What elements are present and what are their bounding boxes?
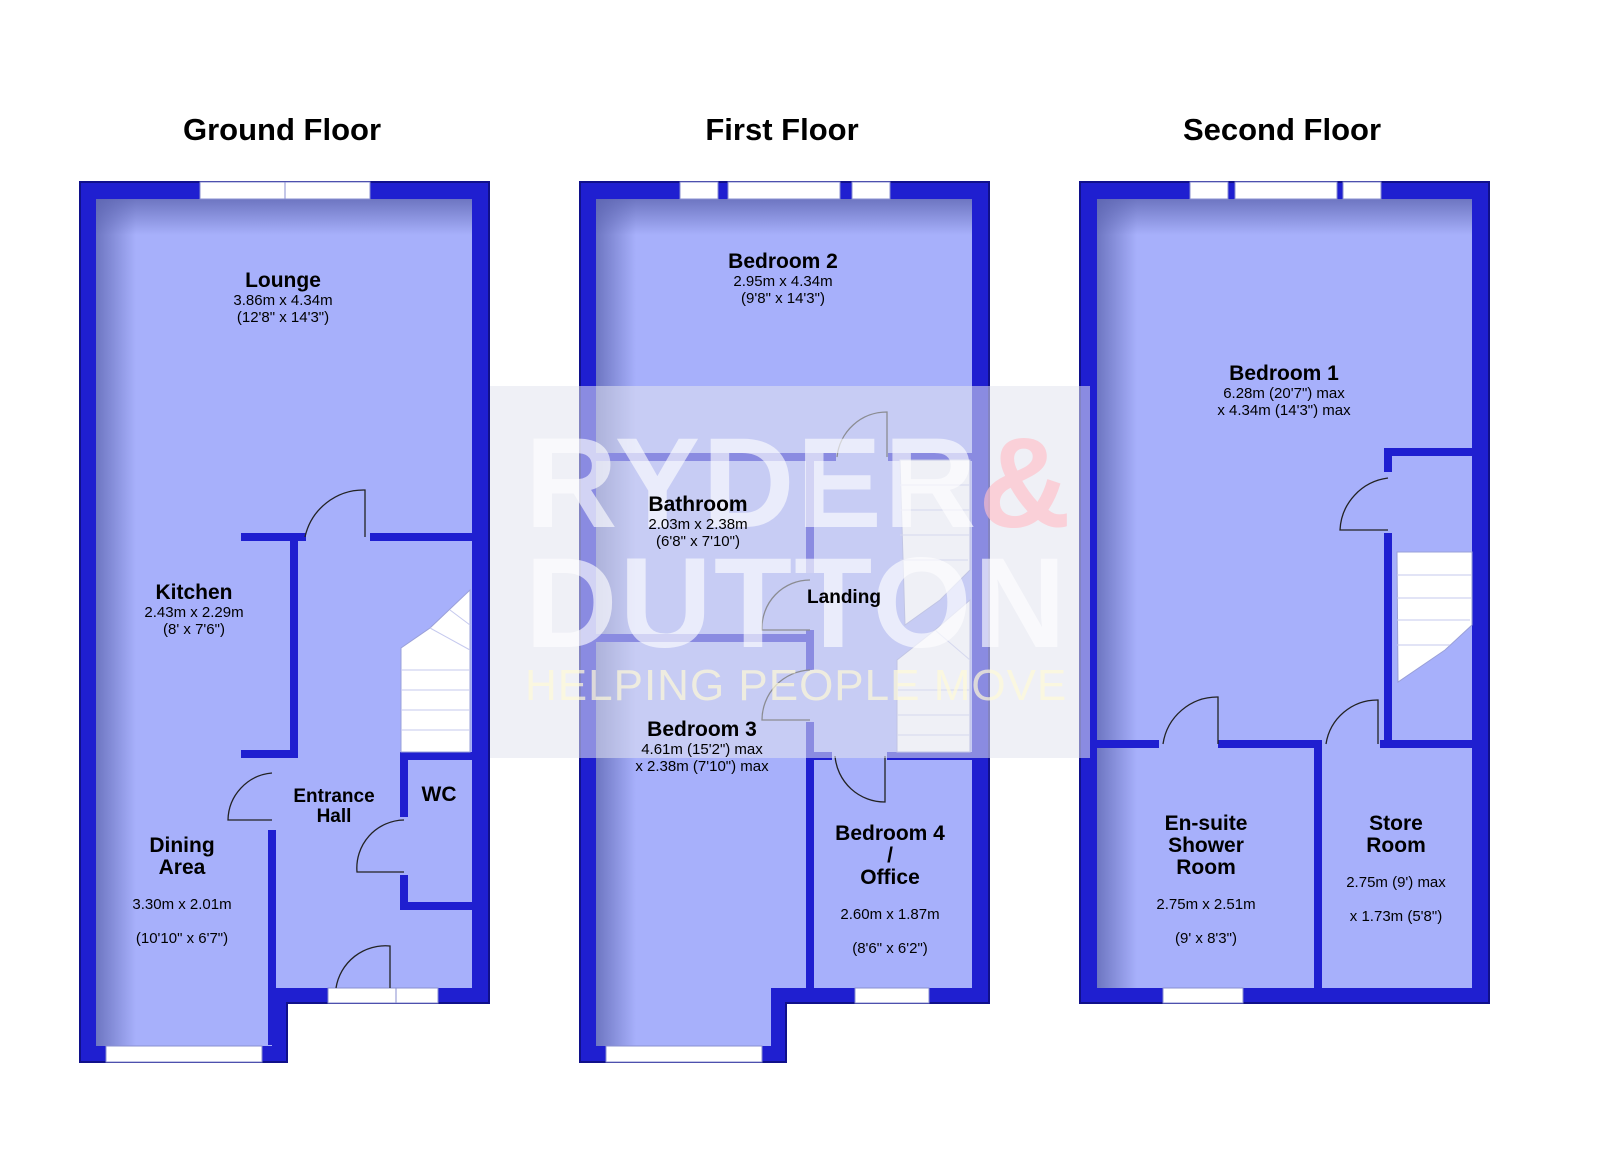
bed3-window — [605, 1045, 763, 1063]
room-lounge: Lounge 3.86m x 4.34m (12'8" x 14'3") — [233, 269, 333, 327]
room-bedroom-3: Bedroom 3 4.61m (15'2") max x 2.38m (7'1… — [635, 718, 769, 776]
watermark-panel — [490, 386, 1090, 758]
room-wc: WC — [421, 783, 457, 806]
stair-door — [1339, 477, 1389, 531]
wc-wall-top — [400, 752, 472, 760]
room-bedroom-1: Bedroom 1 6.28m (20'7") max x 4.34m (14'… — [1217, 362, 1351, 420]
store-door — [1325, 699, 1379, 745]
front-door-swing — [335, 945, 391, 989]
watermark-tagline: HELPING PEOPLE MOVE — [525, 661, 1068, 710]
bed1-window-mid — [1234, 181, 1338, 200]
second-floor-plan — [1079, 181, 1490, 1004]
wc-door — [356, 819, 405, 873]
ground-stairs — [400, 588, 471, 753]
room-bathroom: Bathroom 2.03m x 2.38m (6'8" x 7'10") — [648, 493, 748, 551]
room-dining-area: Dining Area 3.30m x 2.01m (10'10" x 6'7"… — [132, 833, 232, 947]
bed3-wall-right — [806, 722, 814, 988]
room-bedroom-2: Bedroom 2 2.95m x 4.34m (9'8" x 14'3") — [728, 250, 838, 308]
wc-wall-left2 — [400, 875, 408, 910]
ground-floor-plan — [79, 181, 490, 1063]
stair-enclosure-top — [1384, 448, 1472, 456]
wc-wall-bottom — [400, 902, 472, 910]
bed4-door — [834, 755, 886, 803]
front-door — [327, 987, 397, 1004]
kitchen-wall-bottom — [241, 750, 298, 758]
room-store-room: Store Room 2.75m (9') max x 1.73m (5'8") — [1346, 811, 1446, 925]
kitchen-wall-right — [290, 533, 298, 758]
second-floor-area — [1097, 199, 1472, 988]
kitchen-wall-top — [241, 533, 306, 541]
ensuite-wall-right — [1314, 740, 1322, 988]
ground-floor-title: Ground Floor — [182, 112, 382, 147]
second-stairs — [1396, 551, 1473, 683]
hall-wall-top — [370, 533, 472, 541]
dining-wall — [268, 830, 276, 1045]
watermark-line2: DUTTON — [525, 532, 1068, 675]
bed1-window-left — [1189, 181, 1229, 200]
ensuite-wall-top — [1097, 740, 1159, 748]
ensuite-window — [1162, 987, 1244, 1004]
room-kitchen: Kitchen 2.43m x 2.29m (8' x 7'6") — [144, 581, 244, 639]
second-floor-title: Second Floor — [1182, 112, 1382, 147]
bed2-window-right — [851, 181, 891, 200]
dining-door — [227, 772, 273, 821]
first-floor-title: First Floor — [705, 112, 859, 147]
room-entrance-hall: Entrance Hall — [293, 785, 375, 827]
bed2-window-left — [679, 181, 719, 200]
lounge-door — [304, 489, 366, 538]
hall-window — [395, 987, 439, 1004]
ground-floor-area — [96, 199, 472, 1046]
room-ensuite-shower-room: En-suite Shower Room 2.75m x 2.51m (9' x… — [1156, 811, 1256, 947]
stair-enclosure-left — [1384, 448, 1392, 472]
room-bedroom-4-office: Bedroom 4 / Office 2.60m x 1.87m (8'6" x… — [835, 821, 945, 957]
bed1-window-right — [1342, 181, 1382, 200]
bed2-window-mid — [727, 181, 841, 200]
bed4-window — [854, 987, 930, 1004]
ensuite-door — [1162, 696, 1219, 745]
room-landing: Landing — [807, 587, 881, 608]
dining-window — [105, 1045, 263, 1063]
watermark-line1: RYDER& — [525, 412, 1073, 555]
wc-wall-left — [400, 755, 408, 817]
